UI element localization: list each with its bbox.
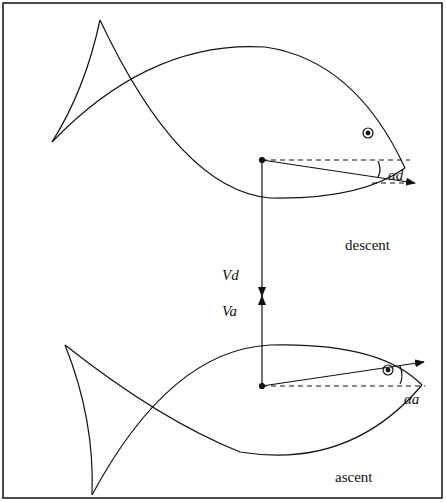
ascent-fish	[65, 296, 425, 495]
velocity-label: Vd	[222, 268, 239, 283]
angle-label: αa	[404, 392, 419, 407]
descent-fish	[52, 20, 415, 296]
state-label: descent	[345, 238, 390, 253]
velocity-label: Va	[222, 304, 237, 319]
frame	[3, 3, 442, 498]
state-label: ascent	[335, 470, 372, 485]
angle-label: αd	[388, 168, 403, 183]
